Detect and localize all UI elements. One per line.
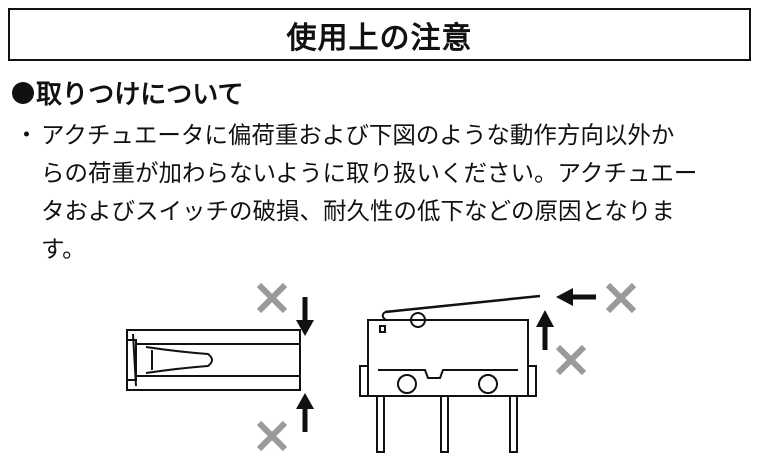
caution-line-1: ・ アクチュエータに偏荷重および下図のような動作方向以外か [12,116,757,154]
page-title: 使用上の注意 [8,8,751,61]
actuator-lever [384,294,541,314]
list-bullet: ・ [14,121,39,149]
arrow-left-icon [556,288,596,306]
section-heading: 取りつけについて [12,74,243,111]
section-heading-text: 取りつけについて [36,80,244,110]
switch-top-view [126,329,301,391]
switch-body [367,319,529,397]
x-mark-icon [605,282,637,314]
switch-side-tab [126,339,137,381]
indicator-mark [379,325,386,333]
terminal-pin [376,396,385,453]
x-mark-icon [256,282,288,314]
arrow-up-icon [296,393,314,432]
switch-side-view [359,294,541,453]
terminal-pin [440,396,449,453]
bullet-dot-icon [12,81,34,104]
switch-edge-line [132,333,137,387]
caution-text-line: タおよびスイッチの破損、耐久性の低下などの原因となりま [41,197,675,225]
x-mark-icon [555,344,587,376]
left-mount-tab [359,365,368,397]
caution-text-line: らの荷重が加わらないように取り扱いください。アクチュエー [41,159,698,187]
caution-text-line: す。 [41,235,86,263]
actuator-lever-outline [145,346,213,374]
arrow-down-icon [296,297,314,336]
terminal-pin [509,396,518,453]
x-mark-icon [256,420,288,452]
base-ledge [378,369,518,379]
caution-text-line: アクチュエータに偏荷重および下図のような動作方向以外か [41,121,675,149]
right-mount-tab [528,365,537,397]
arrow-up-icon [536,310,554,350]
caution-paragraph: ・ アクチュエータに偏荷重および下図のような動作方向以外か らの荷重が加わらない… [12,116,757,268]
mounting-hole [397,374,417,394]
mounting-hole [478,374,498,394]
